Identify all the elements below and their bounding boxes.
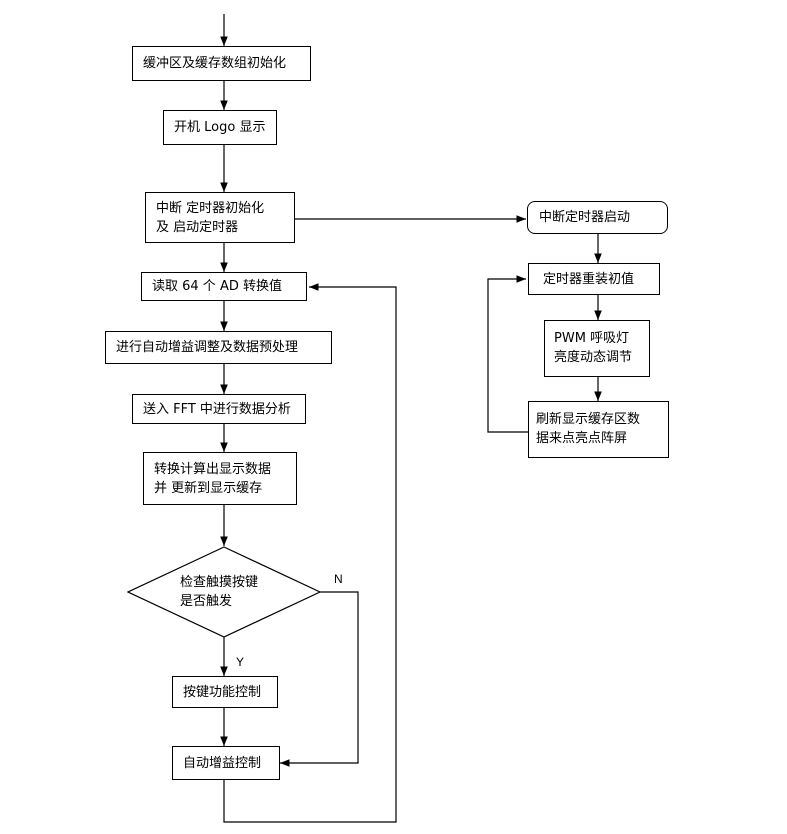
refresh-line2: 据来点亮点阵屏: [536, 431, 628, 446]
refresh-box: 刷新显示缓存区数 据来点亮点阵屏: [528, 401, 669, 458]
timer-reload-box: 定时器重装初值: [528, 263, 660, 295]
gain-adjust-box: 进行自动增益调整及数据预处理: [105, 331, 332, 364]
timer-reload-label: 定时器重装初值: [543, 272, 635, 287]
compute-box: 转换计算出显示数据 并 更新到显示缓存: [143, 452, 297, 505]
arrow-isr-loop: [487, 275, 528, 433]
auto-gain-label: 自动增益控制: [183, 756, 262, 771]
logo-display-box: 开机 Logo 显示: [163, 110, 277, 145]
pwm-line1: PWM 呼吸灯: [554, 331, 630, 346]
decision-line1: 检查触摸按键: [180, 575, 259, 590]
isr-start-label: 中断定时器启动: [539, 210, 631, 225]
timer-init-box: 中断 定时器初始化 及 启动定时器: [145, 192, 295, 243]
decision-diamond: [126, 546, 322, 638]
pwm-line2: 亮度动态调节: [554, 350, 633, 365]
timer-init-line2: 及 启动定时器: [156, 220, 239, 235]
fft-label: 送入 FFT 中进行数据分析: [143, 402, 291, 417]
compute-line2: 并 更新到显示缓存: [154, 481, 263, 496]
auto-gain-box: 自动增益控制: [172, 746, 280, 780]
yes-label: Y: [236, 655, 245, 669]
gain-adjust-label: 进行自动增益调整及数据预处理: [116, 340, 299, 355]
logo-display-label: 开机 Logo 显示: [174, 120, 266, 135]
arrow-no-branch: [280, 591, 359, 767]
decision-line2: 是否触发: [180, 594, 233, 609]
isr-start-box: 中断定时器启动: [527, 201, 668, 234]
init-buffer-label: 缓冲区及缓存数组初始化: [143, 56, 287, 71]
read-ad-label: 读取 64 个 AD 转换值: [152, 279, 282, 294]
timer-init-line1: 中断 定时器初始化: [156, 201, 265, 216]
key-control-label: 按键功能控制: [183, 685, 262, 700]
pwm-box: PWM 呼吸灯 亮度动态调节: [544, 320, 650, 377]
read-ad-box: 读取 64 个 AD 转换值: [141, 272, 307, 301]
refresh-line1: 刷新显示缓存区数: [536, 412, 641, 427]
compute-line1: 转换计算出显示数据: [154, 462, 272, 477]
arrow-loop-back: [223, 283, 397, 823]
key-control-box: 按键功能控制: [172, 676, 278, 708]
no-label: N: [334, 572, 343, 586]
init-buffer-box: 缓冲区及缓存数组初始化: [132, 46, 311, 81]
fft-box: 送入 FFT 中进行数据分析: [132, 394, 306, 424]
decision-text: 检查触摸按键 是否触发: [180, 573, 258, 611]
